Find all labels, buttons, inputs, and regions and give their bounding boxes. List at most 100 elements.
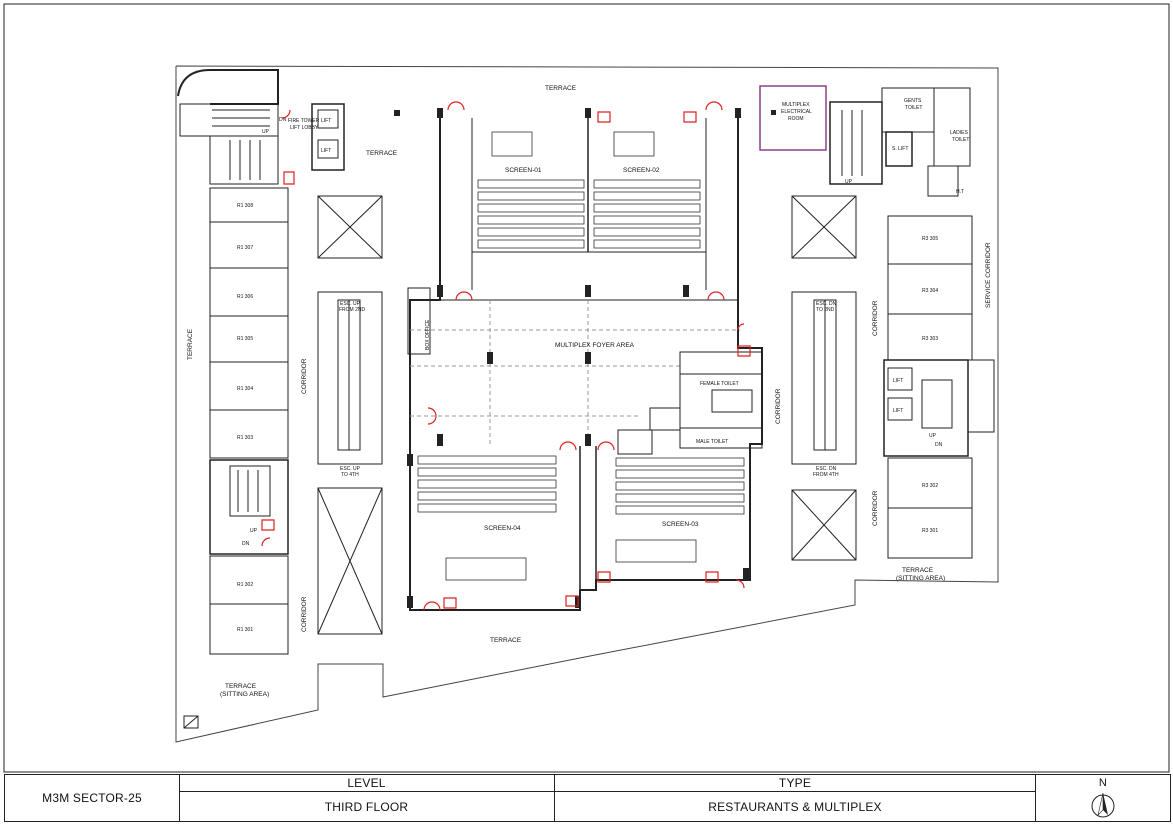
- screen-01-seating: [477, 131, 585, 249]
- esc-west-label-2: FROM 2ND: [339, 307, 366, 313]
- female-toilet-label: FEMALE TOILET: [700, 381, 739, 387]
- title-block: M3M SECTOR-25 LEVEL THIRD FLOOR TYPE RES…: [4, 774, 1171, 822]
- esc-east-label-2: TO 2ND: [816, 307, 835, 313]
- nw-stair-dn: DN: [279, 117, 287, 123]
- project-name: M3M SECTOR-25: [42, 791, 142, 805]
- r3-unit-304: R3 304: [922, 288, 938, 294]
- ht-label: H.T: [956, 189, 964, 195]
- door-swings: [261, 101, 751, 611]
- east-lift-label-2: LIFT: [893, 408, 903, 414]
- floor-plan: DN UP FIRE TOWER LIFT LOBBY LIFT LIFT TE…: [3, 3, 1170, 773]
- service-lift-label: S. LIFT: [892, 146, 908, 152]
- screen-01-label: SCREEN-01: [505, 167, 542, 174]
- r3-unit-303: R3 303: [922, 336, 938, 342]
- fire-tower-label-1: FIRE TOWER: [288, 118, 320, 124]
- north-letter: N: [1098, 776, 1108, 789]
- male-toilet-label: MALE TOILET: [696, 439, 728, 445]
- tb-divider: [179, 791, 1035, 792]
- screen-02-label: SCREEN-02: [623, 167, 660, 174]
- void-panels: [317, 195, 857, 635]
- corridor-west-lower: CORRIDOR: [301, 596, 308, 632]
- r1-unit-308: R1 308: [237, 203, 253, 209]
- corridor-east-upper: CORRIDOR: [872, 300, 879, 336]
- type-header: TYPE: [778, 776, 812, 790]
- level-value: THIRD FLOOR: [324, 799, 409, 814]
- screen-04-seating: [417, 455, 557, 581]
- ne-stair-up: UP: [845, 179, 853, 185]
- terrace-sitting-se-2: (SITTING AREA): [896, 575, 945, 582]
- north-arrow: N: [1036, 775, 1170, 821]
- sheet-border: [3, 3, 1170, 773]
- r3-unit-302: R3 302: [922, 483, 938, 489]
- legend-symbol: [183, 715, 199, 729]
- legend-symbol-slash: [183, 715, 199, 729]
- r1-unit-301: R1 301: [237, 627, 253, 633]
- terrace-bottom-label: TERRACE: [490, 637, 522, 644]
- escalator-west: [317, 291, 383, 465]
- sw-stair-up: UP: [250, 528, 258, 534]
- nw-stair-block: [177, 69, 279, 185]
- east-stair-dn: DN: [935, 442, 943, 448]
- corridor-foyer-east: CORRIDOR: [775, 388, 782, 424]
- terrace-sitting-sw-1: TERRACE: [225, 683, 257, 690]
- east-lift-label-1: LIFT: [893, 378, 903, 384]
- sw-stair-dn: DN: [242, 541, 250, 547]
- type-value: RESTAURANTS & MULTIPLEX: [708, 799, 882, 814]
- corridor-east-lower: CORRIDOR: [872, 490, 879, 526]
- level-header: LEVEL: [347, 776, 386, 790]
- service-corridor-label: SERVICE CORRIDOR: [985, 242, 992, 308]
- esc-west-label-1: ESC. UP: [340, 301, 361, 307]
- box-office-counter: [407, 287, 431, 355]
- ladies-toilet-label-2: TOILET: [952, 137, 969, 143]
- electrical-room-label-2: ELECTRICAL: [781, 109, 812, 115]
- screen-03-label: SCREEN-03: [662, 521, 699, 528]
- gents-toilet-label-1: GENTS: [904, 98, 922, 104]
- r1-unit-303: R1 303: [237, 435, 253, 441]
- tb-divider: [554, 775, 555, 821]
- east-stair-up: UP: [929, 433, 937, 439]
- electrical-room-label-1: MULTIPLEX: [782, 102, 810, 108]
- tb-divider: [1035, 775, 1036, 821]
- east-lift-core: [883, 359, 995, 457]
- foyer-grid: [410, 300, 740, 446]
- column: [394, 110, 400, 116]
- esc-east-label-3: ESC. DN: [816, 466, 837, 472]
- corridor-west-upper: CORRIDOR: [301, 358, 308, 394]
- r1-unit-307: R1 307: [237, 245, 253, 251]
- lift-label-1: LIFT: [321, 118, 331, 124]
- site-outline: [175, 65, 999, 743]
- r1-unit-302: R1 302: [237, 582, 253, 588]
- tb-divider: [179, 775, 180, 821]
- nw-stair-up: UP: [262, 129, 270, 135]
- esc-east-label-4: FROM 4TH: [813, 472, 839, 478]
- r1-unit-304: R1 304: [237, 386, 253, 392]
- electrical-room-label-3: ROOM: [788, 116, 804, 122]
- terrace-top-label: TERRACE: [545, 85, 577, 92]
- sw-stair-core: [209, 459, 289, 555]
- column: [771, 110, 776, 115]
- esc-west-label-4: TO 4TH: [341, 472, 359, 478]
- screen-03-seating: [615, 457, 745, 563]
- esc-east-label-1: ESC. DN: [816, 301, 837, 307]
- multiplex-toilets: [617, 351, 763, 455]
- screen-02-seating: [593, 131, 701, 249]
- terrace-west-label: TERRACE: [187, 328, 194, 360]
- r3-unit-305: R3 305: [922, 236, 938, 242]
- r1-retail-strip: [209, 187, 289, 655]
- terrace-lobby-label: TERRACE: [366, 150, 398, 157]
- escalator-east: [791, 291, 857, 465]
- fire-tower-label-2: LIFT LOBBY: [290, 125, 319, 131]
- terrace-sitting-se-1: TERRACE: [902, 567, 934, 574]
- r3-unit-301: R3 301: [922, 528, 938, 534]
- terrace-sitting-sw-2: (SITTING AREA): [220, 691, 269, 698]
- screen-04-label: SCREEN-04: [484, 525, 521, 532]
- multiplex-columns: [407, 108, 749, 608]
- ladies-toilet-label-1: LADIES: [950, 130, 968, 136]
- lift-label-2: LIFT: [321, 148, 331, 154]
- r3-retail-strip: [887, 215, 973, 559]
- electrical-room-outline: [759, 85, 827, 151]
- esc-west-label-3: ESC. UP: [340, 466, 361, 472]
- r1-unit-306: R1 306: [237, 294, 253, 300]
- gents-toilet-label-2: TOILET: [905, 105, 922, 111]
